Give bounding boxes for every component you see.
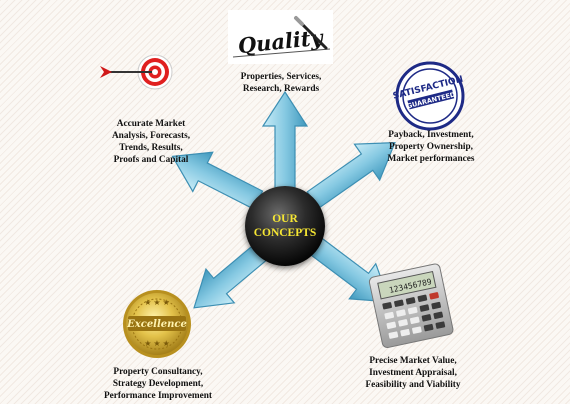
svg-text:★ ★ ★: ★ ★ ★: [144, 339, 170, 348]
our-concepts-hub: OUR CONCEPTS: [245, 186, 325, 266]
arrow-up-left: [171, 151, 264, 210]
svg-text:★ ★ ★: ★ ★ ★: [144, 298, 170, 307]
arrow-down-left: [193, 241, 271, 309]
arrow-up-right: [306, 142, 396, 210]
arrow-up: [261, 90, 309, 197]
hub-line-2: CONCEPTS: [253, 227, 317, 239]
hub-line-1: OUR: [272, 213, 298, 225]
excellence-seal-text: Excellence: [126, 319, 187, 330]
satisfaction-concept-label: Payback, Investment, Property Ownership,…: [387, 130, 475, 164]
target-concept-label: Accurate Market Analysis, Forecasts, Tre…: [111, 119, 191, 165]
satisfaction-guaranteed-seal: SATISFACTION GUARANTEED: [392, 61, 465, 131]
calculator-icon: 123456789: [368, 263, 454, 349]
excellence-concept-label: Property Consultancy, Strategy Developme…: [104, 367, 212, 401]
calculator-concept-label: Precise Market Value, Investment Apprais…: [365, 356, 461, 390]
quality-logo-image: Quality: [228, 10, 333, 64]
arrow-down-right: [306, 235, 391, 303]
excellence-seal: Excellence ★ ★ ★ ★ ★ ★: [123, 290, 191, 358]
target-icon: [100, 54, 173, 90]
quality-concept-label: Properties, Services, Research, Rewards: [240, 72, 322, 94]
